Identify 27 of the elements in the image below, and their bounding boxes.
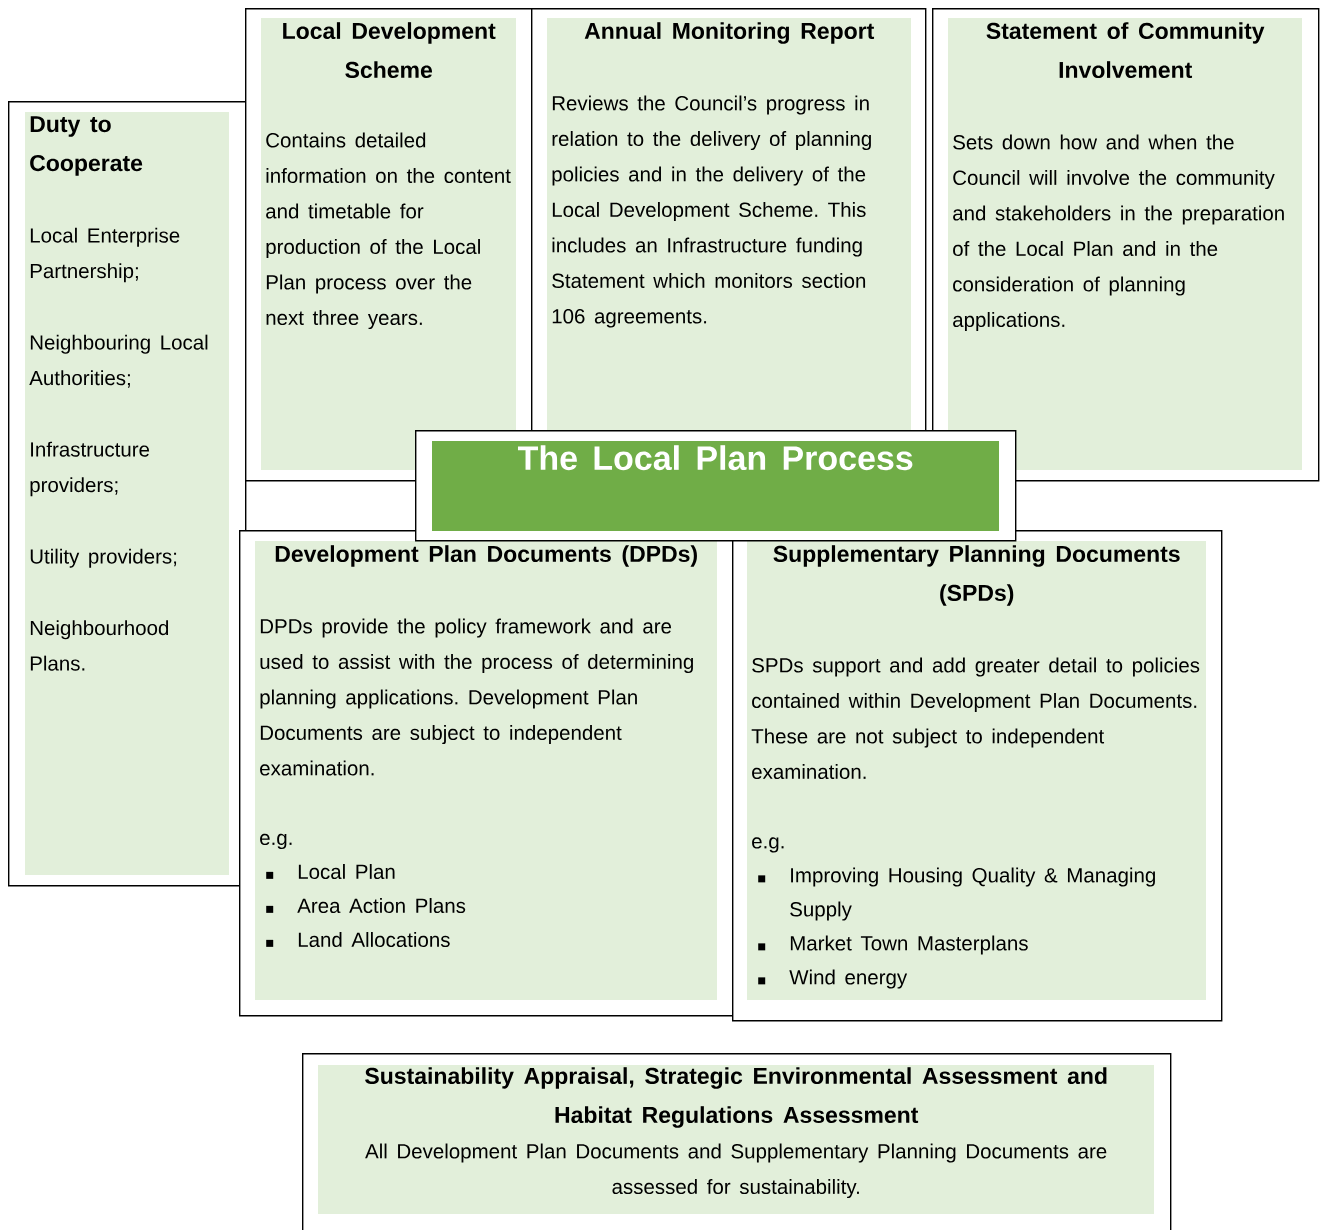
body-text: Local Enterprise Partnership; — [30, 227, 180, 283]
body-text: SPDs support and add greater detail to policies contained within Development Plan Documents. These are not subject to independent examination. — [751, 657, 1200, 780]
box-heading: Supplementary Planning Documents (SPDs) — [773, 545, 1180, 606]
body-text: Sets down how and when the Council will involve the community and stakeholders in the preparation of the Local Plan and in the consideration of planning applications. — [953, 134, 1284, 332]
body-text: e.g. — [752, 837, 784, 853]
box-heading: Sustainability Appraisal, Strategic Environmental Assessment and Habitat Regulations Assessment — [365, 1067, 1107, 1128]
body-text: e.g. — [260, 833, 292, 850]
list-item: Improving Housing Quality & Managing Supply — [758, 867, 1155, 921]
list-item: Wind energy — [758, 969, 908, 989]
body-text: Neighbourhood Plans. — [30, 620, 169, 671]
list-item: Land Allocations — [266, 932, 450, 948]
body-text: Neighbouring Local Authorities; — [29, 334, 208, 388]
box-heading: Duty to Cooperate — [30, 116, 143, 176]
body-text: All Development Plan Documents and Supplementary Planning Documents are assessed for sustainability. — [365, 1143, 1107, 1199]
box-heading: Annual Monitoring Report — [584, 22, 875, 44]
body-text: Infrastructure providers; — [30, 441, 150, 497]
list-item: Local Plan — [266, 864, 395, 880]
box-heading: Statement of Community Involvement — [986, 22, 1265, 79]
body-text: Utility providers; — [30, 548, 177, 568]
box-heading: Local Development Scheme — [283, 22, 496, 79]
banner-title: The Local Plan Process — [518, 445, 913, 471]
body-text: Reviews the Council’s progress in relation to the delivery of planning policies and in the delivery of the Local Development Scheme. This includes an Infrastructure funding Statement which monitors section 106 agreements. — [552, 95, 871, 328]
list-item: Area Action Plans — [266, 898, 466, 914]
body-text: Contains detailed information on the content and timetable for production of the Local Plan process over the next three years. — [266, 132, 511, 330]
body-text: DPDs provide the policy framework and are used to assist with the process of determining planning applications. Development Plan Documents are subject to independent examination. — [260, 618, 693, 776]
box-heading: Development Plan Documents (DPDs) — [275, 545, 697, 567]
list-item: Market Town Masterplans — [758, 935, 1028, 955]
